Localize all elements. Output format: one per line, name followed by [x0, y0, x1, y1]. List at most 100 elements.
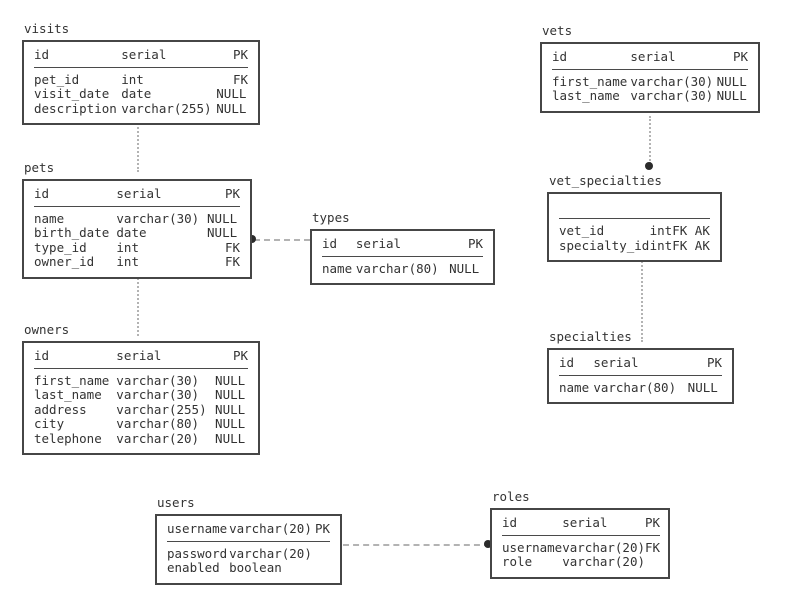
- connector-users-roles: [343, 544, 490, 546]
- column-name: id: [552, 49, 568, 64]
- header-separator: [322, 251, 483, 257]
- entity-title-owners: owners: [24, 322, 70, 337]
- table-row: id serial PK: [559, 355, 722, 371]
- column-name: city: [34, 416, 65, 431]
- column-name: address: [34, 401, 87, 417]
- header-separator: [559, 370, 722, 376]
- column-flag: FK: [224, 254, 240, 269]
- empty-header-row: [559, 200, 710, 214]
- column-flag: NULL: [216, 86, 247, 101]
- column-name: id: [34, 186, 50, 201]
- entity-title-pets: pets: [24, 160, 55, 175]
- table-row: pet_id int FK: [34, 71, 248, 88]
- table-row: name varchar(80) NULL: [322, 261, 483, 277]
- entity-vet-specialties[interactable]: vet_specialties vet_id int FK AK special…: [547, 173, 722, 262]
- column-type: date: [116, 225, 147, 240]
- table-row: vet_id int FK AK: [559, 223, 710, 239]
- header-separator: [559, 214, 710, 219]
- column-type: boolean: [229, 560, 282, 575]
- entity-title-specialties: specialties: [549, 329, 632, 344]
- column-type: int: [649, 237, 673, 253]
- column-type: varchar(20): [562, 539, 646, 555]
- column-name: description: [34, 100, 117, 116]
- column-type: serial: [593, 355, 639, 370]
- entity-vets[interactable]: vets id serial PK first_name varchar(30)…: [540, 23, 760, 113]
- entity-box-owners: id serial PK first_name varchar(30) NULL…: [22, 341, 260, 455]
- connector-visits-pets: [137, 120, 139, 172]
- column-flag: NULL: [216, 100, 247, 116]
- column-flag: NULL: [215, 416, 246, 431]
- column-type: varchar(30): [630, 88, 714, 103]
- column-type: int: [121, 71, 144, 87]
- column-flag: [314, 547, 330, 562]
- column-name: first_name: [34, 372, 110, 388]
- column-name: name: [34, 210, 65, 226]
- table-row: owner_id int FK: [34, 254, 240, 270]
- column-type: int: [649, 223, 673, 238]
- table-row: last_name varchar(30) NULL: [552, 88, 748, 104]
- entity-types[interactable]: types id serial PK name varchar(80) NULL: [310, 210, 495, 285]
- column-flag: PK: [645, 515, 661, 530]
- column-flag: FK: [224, 239, 240, 255]
- entity-title-vets: vets: [542, 23, 573, 38]
- table-row: address varchar(255) NULL: [34, 401, 248, 418]
- column-type: date: [121, 86, 152, 101]
- column-flag: NULL: [215, 372, 246, 388]
- column-flag: NULL: [687, 379, 718, 395]
- header-separator: [502, 530, 661, 536]
- column-name: enabled: [167, 560, 220, 575]
- column-name: pet_id: [34, 71, 80, 87]
- header-separator: [34, 201, 240, 207]
- entity-pets[interactable]: pets id serial PK name varchar(30) NULL …: [22, 160, 252, 279]
- column-type: varchar(30): [116, 387, 200, 402]
- connector-vets-vetspecialties: [649, 116, 651, 164]
- column-name: last_name: [552, 88, 620, 103]
- column-flag: NULL: [207, 225, 238, 240]
- entity-visits[interactable]: visits id serial PK pet_id int FK visit_…: [22, 21, 260, 125]
- column-flag: PK: [467, 236, 483, 251]
- connector-dot-vetspecialties-top: [645, 162, 653, 170]
- column-type: int: [116, 239, 139, 255]
- column-type: serial: [630, 49, 676, 64]
- entity-users[interactable]: users username varchar(20) PK password v…: [155, 495, 342, 585]
- table-row: name varchar(30) NULL: [34, 210, 240, 227]
- entity-specialties[interactable]: specialties id serial PK name varchar(80…: [547, 329, 734, 404]
- column-name: id: [502, 515, 518, 530]
- column-type: varchar(20): [229, 545, 312, 561]
- column-type: varchar(30): [630, 73, 714, 89]
- entity-owners[interactable]: owners id serial PK first_name varchar(3…: [22, 322, 260, 455]
- column-flag: NULL: [716, 73, 747, 89]
- column-type: varchar(80): [116, 416, 200, 431]
- table-row: first_name varchar(30) NULL: [552, 73, 748, 90]
- table-row: description varchar(255) NULL: [34, 100, 248, 117]
- entity-roles[interactable]: roles id serial PK username varchar(20) …: [490, 489, 670, 579]
- entity-title-visits: visits: [24, 21, 70, 36]
- column-type: varchar(255): [116, 401, 207, 417]
- column-name: username: [167, 521, 228, 536]
- column-name: last_name: [34, 387, 102, 402]
- column-flag: NULL: [215, 430, 246, 446]
- column-name: username: [502, 539, 563, 555]
- column-type: serial: [562, 515, 608, 530]
- entity-box-vet-specialties: vet_id int FK AK specialty_id int FK AK: [547, 192, 722, 262]
- connector-dot-roles-left: [484, 540, 492, 548]
- column-name: specialty_id: [559, 237, 650, 253]
- column-flag: FK: [232, 71, 248, 87]
- column-type: varchar(30): [116, 210, 200, 226]
- column-name: owner_id: [34, 254, 95, 269]
- column-flag: FK AK: [672, 223, 710, 238]
- column-type: varchar(255): [121, 100, 212, 116]
- column-flag: PK: [314, 521, 330, 536]
- table-row: visit_date date NULL: [34, 86, 248, 102]
- entity-box-roles: id serial PK username varchar(20) FK rol…: [490, 508, 670, 579]
- column-name: role: [502, 554, 533, 569]
- column-name: vet_id: [559, 223, 605, 238]
- column-type: serial: [116, 348, 162, 363]
- column-flag: NULL: [215, 387, 246, 402]
- entity-box-types: id serial PK name varchar(80) NULL: [310, 229, 495, 285]
- table-row: name varchar(80) NULL: [559, 379, 722, 396]
- column-flag: PK: [232, 47, 248, 62]
- connector-vetspecialties-specialties: [641, 258, 643, 342]
- table-row: enabled boolean: [167, 560, 330, 576]
